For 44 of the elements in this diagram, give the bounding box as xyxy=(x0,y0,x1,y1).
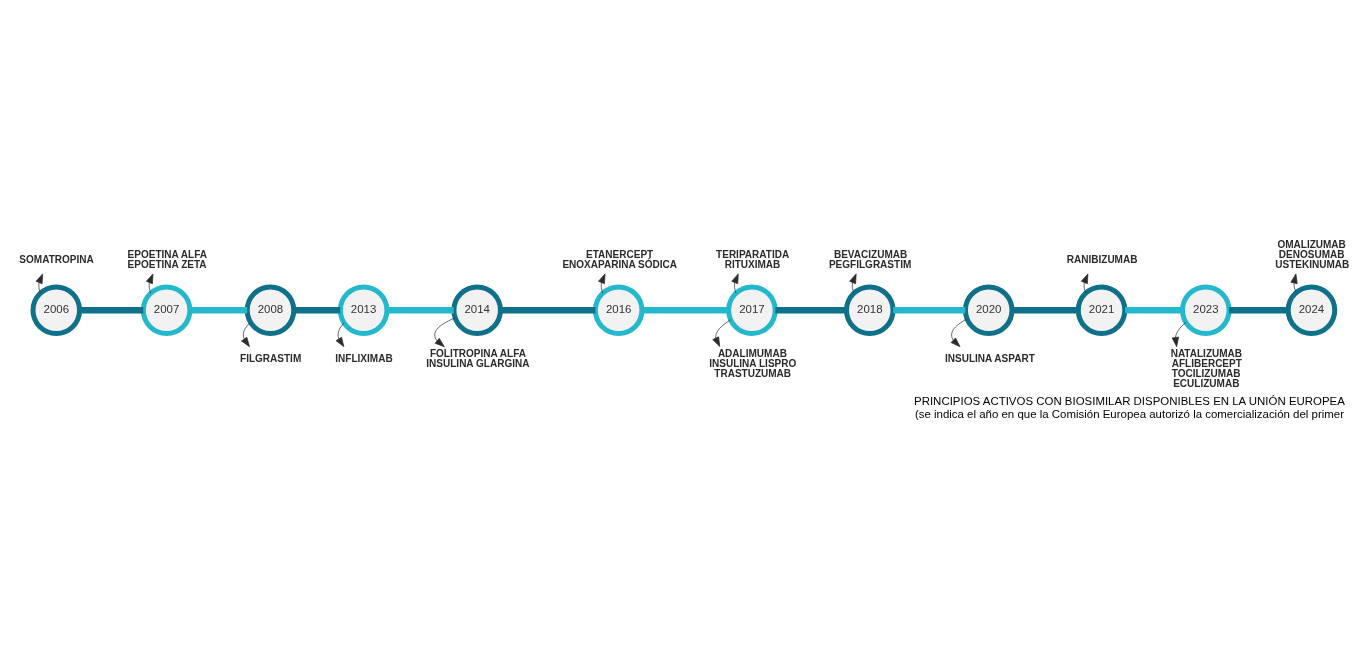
arrow xyxy=(849,273,857,294)
connector xyxy=(1229,307,1289,314)
node-text: NATALIZUMAB AFLIBERCEPT TOCILIZUMAB ECULIZUMAB xyxy=(1170,347,1243,390)
connector xyxy=(1125,307,1183,314)
connector xyxy=(642,307,729,314)
arrow xyxy=(731,273,739,294)
arrow xyxy=(335,322,345,348)
connector xyxy=(1012,307,1079,314)
arrow xyxy=(241,322,251,348)
diagram-title: PRINCIPIOS ACTIVOS CON BIOSIMILAR DISPONIBLES EN LA UNIÓN EUROPEA xyxy=(914,394,1345,407)
arrow xyxy=(146,273,154,294)
node-text: BEVACIZUMAB PEGFILGRASTIM xyxy=(828,249,912,271)
arrow xyxy=(35,273,44,294)
node-text: RANIBIZUMAB xyxy=(1066,253,1138,265)
arrow xyxy=(434,317,456,348)
node-circle: 2014 xyxy=(451,284,503,336)
arrow xyxy=(1080,273,1089,294)
connector xyxy=(190,307,248,314)
node-circle: 2020 xyxy=(962,284,1015,336)
connector xyxy=(79,307,144,314)
node-text: TERIPARATIDA RITUXIMAB xyxy=(716,249,790,271)
arrow xyxy=(950,318,968,348)
node-text: ADALIMUMAB INSULINA LISPRO TRASTUZUMAB xyxy=(709,347,797,379)
arrow xyxy=(598,273,606,294)
node-circle: 2013 xyxy=(337,284,390,336)
connector xyxy=(893,307,966,314)
caption: (se indica el año en que la Comisión Europea autorizó la comercialización del primer xyxy=(914,407,1345,420)
node-circle: 2023 xyxy=(1180,284,1232,336)
node-text: OMALIZUMAB DENOSUMAB USTEKINUMAB xyxy=(1275,239,1350,271)
node-text: SOMATROPINA xyxy=(19,253,94,265)
node-text: INFLIXIMAB xyxy=(335,352,393,364)
arrow xyxy=(1171,322,1187,348)
arrow xyxy=(712,319,731,347)
node-text: ETANERCEPT ENOXAPARINA SÓDICA xyxy=(562,249,678,271)
node-circle: 2008 xyxy=(244,284,297,336)
connector xyxy=(775,307,847,314)
arrow xyxy=(1290,273,1298,293)
node-text: INSULINA ASPART xyxy=(944,352,1035,364)
node-text: EPOETINA ALFA EPOETINA ZETA xyxy=(127,249,207,271)
connector xyxy=(500,307,596,314)
connector xyxy=(293,307,341,314)
connector xyxy=(387,307,454,314)
node-text: FOLITROPINA ALFA INSULINA GLARGINA xyxy=(426,347,530,369)
node-text: FILGRASTIM xyxy=(240,352,302,364)
